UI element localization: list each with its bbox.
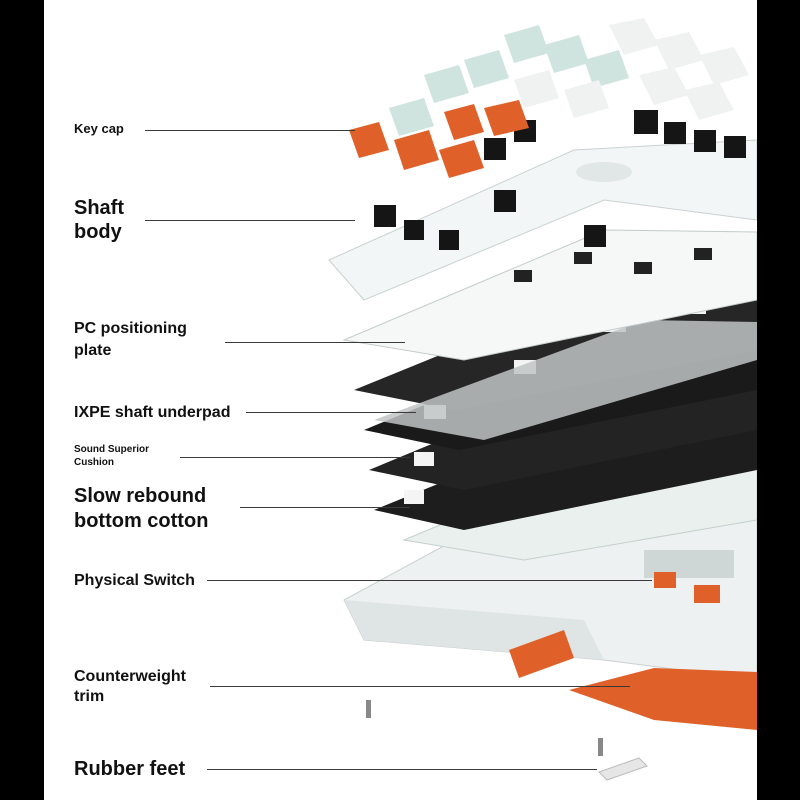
label-pc-plate-line1: PC positioning (74, 320, 187, 337)
label-shaft-body-line1: Shaft (74, 197, 124, 219)
label-counterweight-line2: trim (74, 688, 105, 705)
exploded-keyboard-illustration (328, 18, 757, 781)
leader-counterweight (210, 686, 630, 687)
label-sound-line2: Cushion (74, 457, 114, 468)
top-frame (328, 139, 757, 301)
leader-shaft-body (145, 220, 355, 221)
label-shaft-body-line2: body (74, 221, 122, 243)
label-counterweight-line1: Counterweight (74, 668, 186, 685)
product-panel: Key cap Shaft body PC positioning plate … (44, 0, 757, 800)
label-rubber-feet: Rubber feet (74, 758, 186, 780)
leader-physical-switch (207, 580, 652, 581)
leader-slow-rebound (240, 507, 410, 508)
rubber-feet (366, 700, 648, 781)
sound-cushion-layer (374, 320, 757, 440)
leader-ixpe (246, 412, 416, 413)
switches (374, 110, 746, 250)
label-pc-plate-line2: plate (74, 342, 112, 359)
label-key-cap: Key cap (74, 121, 124, 136)
leader-rubber-feet (207, 769, 597, 770)
label-ixpe: IXPE shaft underpad (74, 404, 231, 421)
pc-positioning-plate (342, 229, 757, 361)
label-slow-rebound-line1: Slow rebound (74, 485, 207, 507)
keycaps (349, 18, 749, 178)
label-slow-rebound-line2: bottom cotton (74, 510, 209, 532)
leader-pc-plate (225, 342, 405, 343)
counterweight-trim (509, 630, 757, 730)
label-physical-switch: Physical Switch (74, 572, 195, 589)
label-sound-line1: Sound Superior (74, 444, 149, 455)
leader-sound (180, 457, 410, 458)
physical-switch (654, 572, 720, 603)
leader-key-cap (145, 130, 355, 131)
